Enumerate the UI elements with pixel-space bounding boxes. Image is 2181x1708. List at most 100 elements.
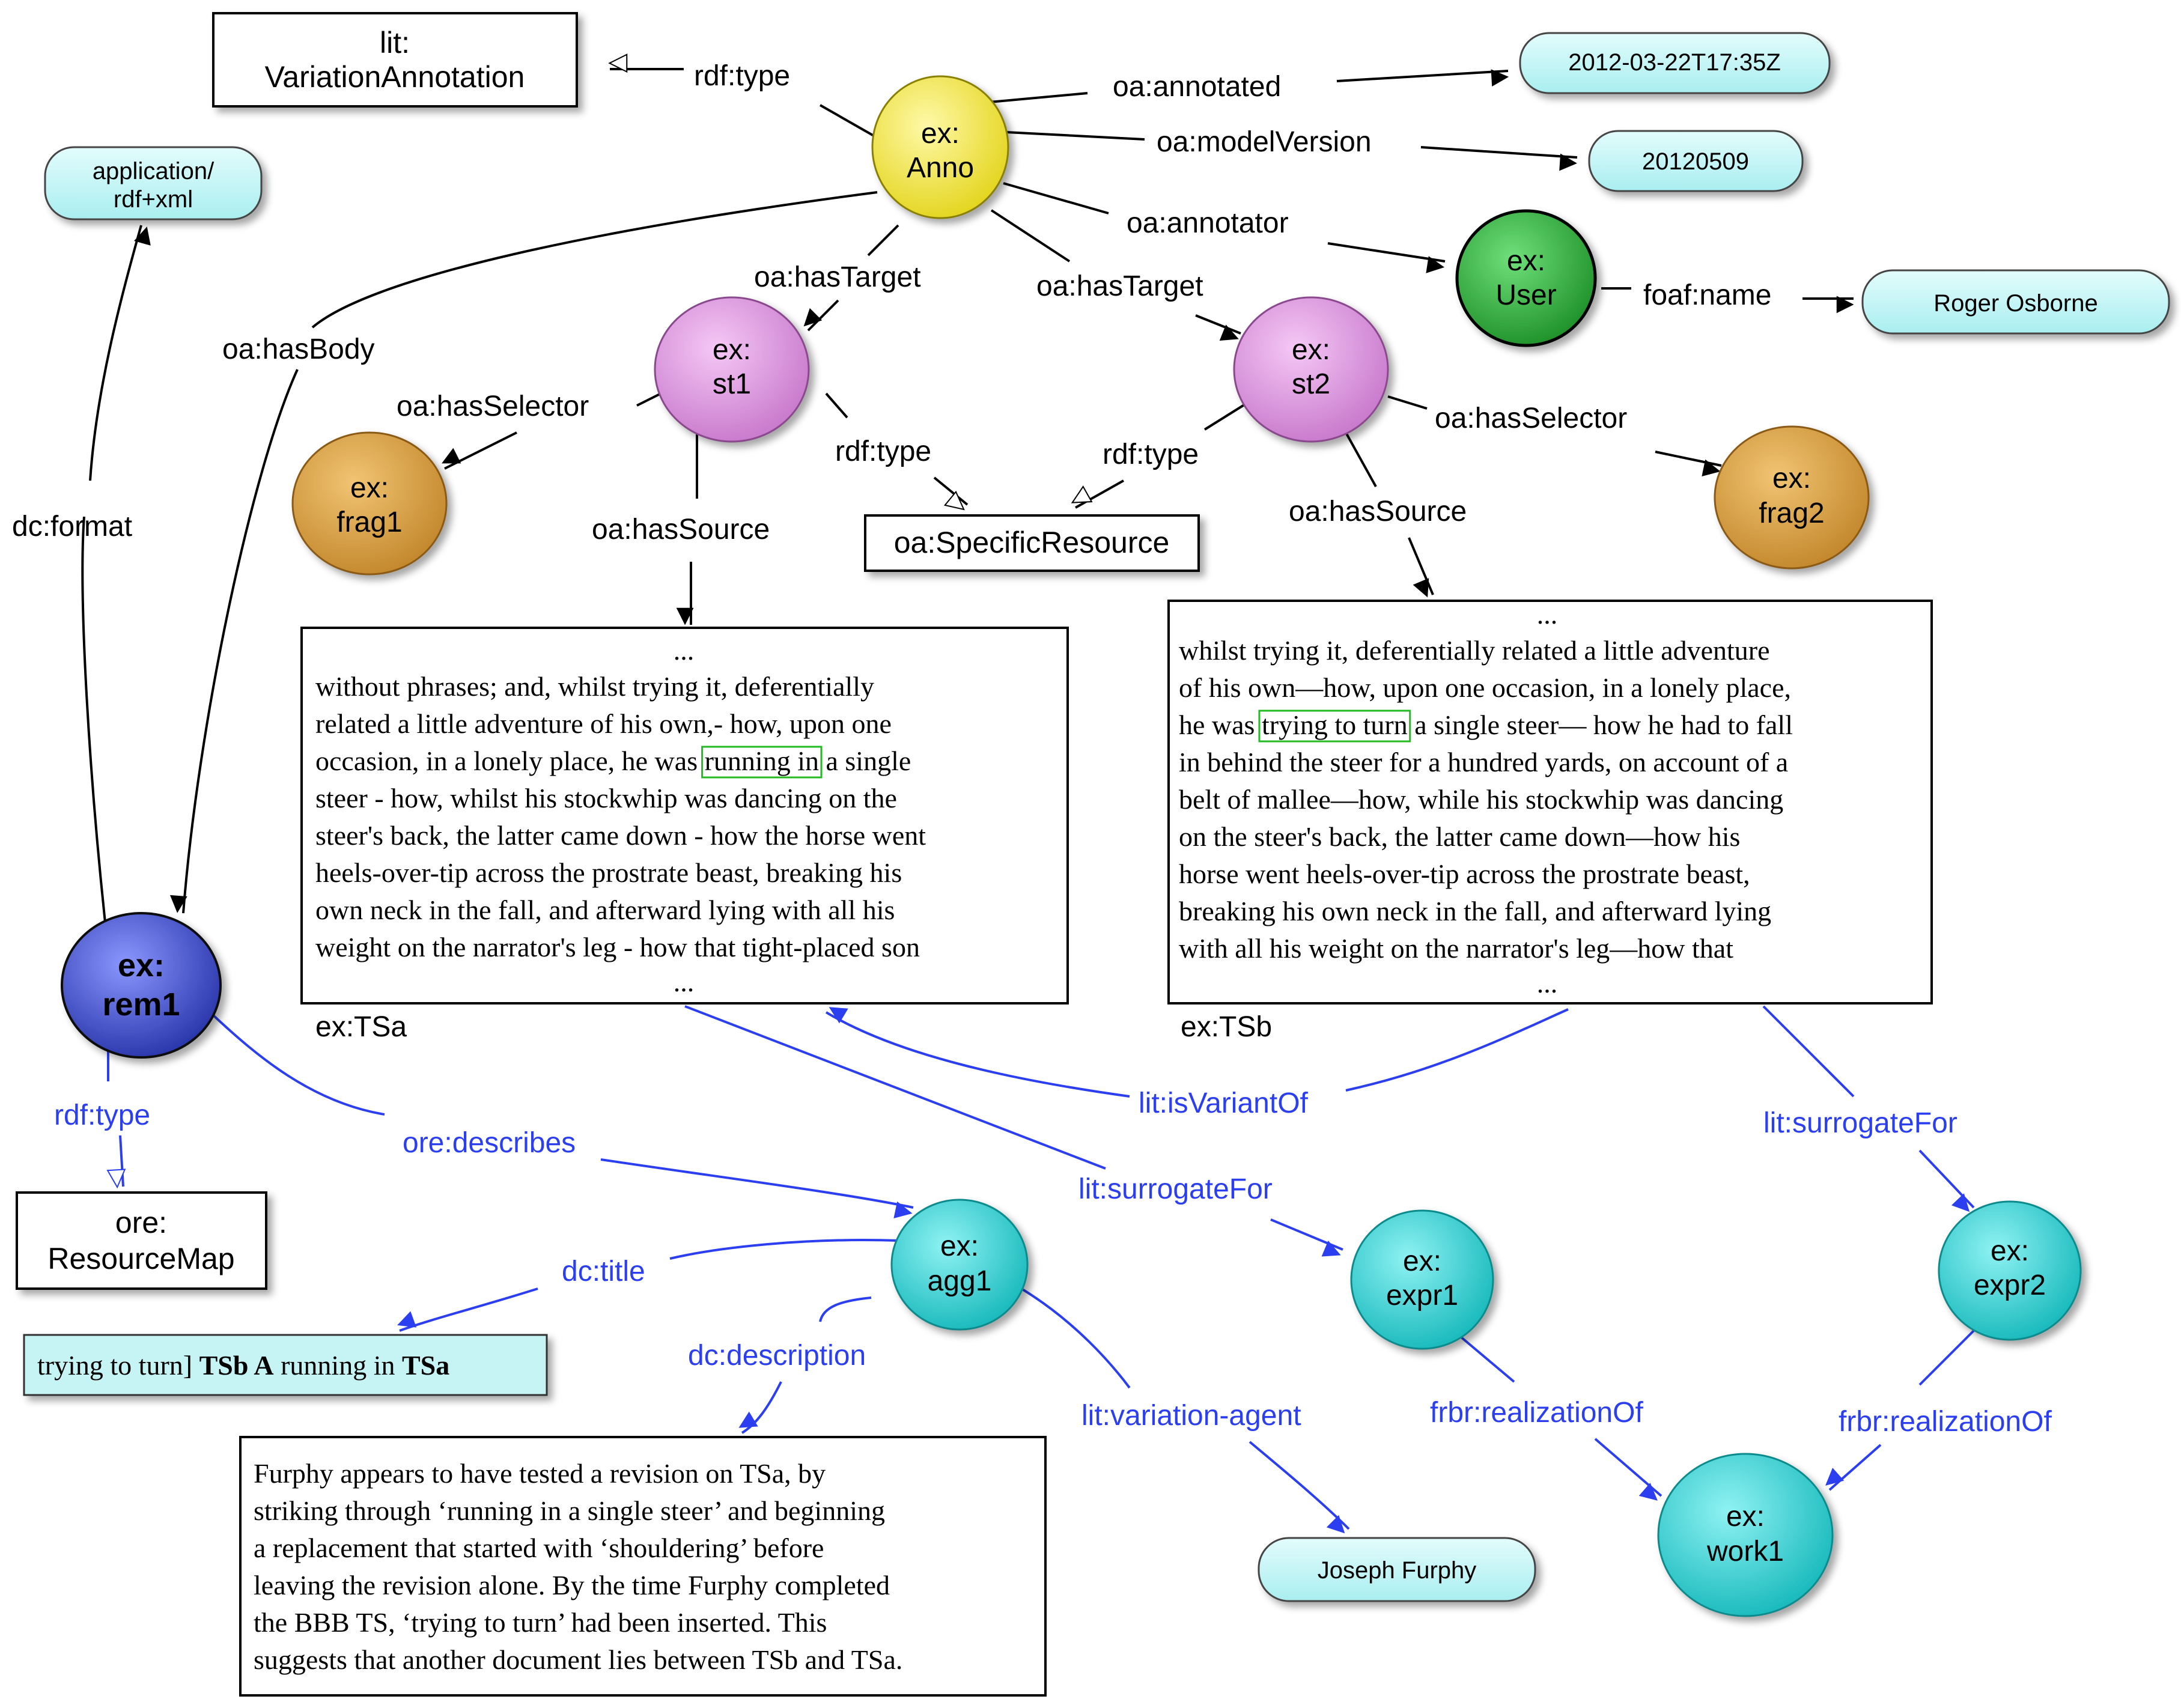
tsa-ellipsis-bottom: ... bbox=[674, 967, 695, 997]
variation-line-1: lit: bbox=[380, 26, 410, 59]
tsb-line-4: in behind the steer for a hundred yards,… bbox=[1179, 747, 1788, 777]
edges-black bbox=[81, 53, 1854, 923]
edge-anno-annotator-2 bbox=[1327, 242, 1446, 273]
variation-line-2: VariationAnnotation bbox=[265, 60, 525, 94]
expr1-line-2: expr1 bbox=[1386, 1280, 1458, 1311]
edges-blue bbox=[106, 1005, 1978, 1534]
literal-title: trying to turn] TSb A running in TSa bbox=[23, 1334, 548, 1396]
st1-line-2: st1 bbox=[713, 368, 751, 400]
expr2-line-2: expr2 bbox=[1974, 1269, 2046, 1301]
edge-rem-describes-2 bbox=[600, 1158, 914, 1219]
edge-st1-type bbox=[825, 392, 848, 419]
edge-surrogate-b bbox=[1762, 1005, 1855, 1098]
edge-anno-modelversion-2 bbox=[1420, 146, 1578, 171]
tsa-line-4: steer - how, whilst his stockwhip was da… bbox=[315, 783, 897, 813]
node-rem1: ex: rem1 bbox=[61, 912, 222, 1059]
node-frag1: ex: frag1 bbox=[291, 431, 448, 576]
edge-agg-desc bbox=[819, 1296, 872, 1322]
edge-agg-desc-2 bbox=[738, 1381, 782, 1434]
tsa-name: ex:TSa bbox=[315, 1011, 407, 1043]
label-lit-variation-agent: lit:variation-agent bbox=[1081, 1400, 1301, 1432]
edge-expr2-work bbox=[1918, 1327, 1978, 1386]
edge-anno-modelversion bbox=[1006, 131, 1145, 141]
tsa-line-3-after: a single bbox=[819, 746, 911, 776]
specific-resource-label: oa:SpecificResource bbox=[894, 526, 1170, 559]
tsb-line-2: of his own—how, upon one occasion, in a … bbox=[1179, 672, 1791, 703]
title-part-1: trying to turn] bbox=[37, 1350, 199, 1381]
expr2-line-1: ex: bbox=[1991, 1235, 2029, 1267]
edge-st1-selector-2 bbox=[442, 431, 517, 470]
frag1-line-1: ex: bbox=[350, 472, 389, 504]
description-box: Furphy appears to have tested a revision… bbox=[239, 1436, 1047, 1697]
edge-variant bbox=[1345, 1008, 1569, 1092]
user-line-2: User bbox=[1495, 279, 1556, 311]
edge-agg-title-2 bbox=[397, 1287, 538, 1332]
tsb-line-1: whilst trying it, deferentially related … bbox=[1179, 635, 1770, 666]
edge-st2-selector bbox=[1387, 395, 1428, 410]
edge-st2-type-2 bbox=[1071, 479, 1124, 509]
label-oa-modelversion: oa:modelVersion bbox=[1157, 126, 1372, 158]
label-oa-hassource-2: oa:hasSource bbox=[1289, 496, 1467, 527]
annotated-date-text: 2012-03-22T17:35Z bbox=[1568, 49, 1781, 76]
edge-agg-agent bbox=[1020, 1287, 1131, 1389]
edge-labels: rdf:type oa:annotated oa:modelVersion oa… bbox=[12, 60, 2052, 1438]
tsb-line-3-after: a single steer— how he had to fall bbox=[1408, 710, 1793, 740]
tsb-line-6: on the steer's back, the latter came dow… bbox=[1179, 821, 1740, 852]
label-oa-hasbody: oa:hasBody bbox=[222, 333, 375, 365]
literal-agent: Joseph Furphy bbox=[1258, 1537, 1536, 1602]
title-part-2: running in bbox=[274, 1350, 402, 1381]
class-box-resource-map: ore: ResourceMap bbox=[16, 1191, 267, 1290]
node-expr1: ex: expr1 bbox=[1350, 1209, 1494, 1350]
edge-expr2-work-2 bbox=[1825, 1444, 1882, 1491]
agg1-line-2: agg1 bbox=[928, 1265, 992, 1297]
title-literal-text: trying to turn] TSb A running in TSa bbox=[37, 1350, 449, 1381]
st2-line-2: st2 bbox=[1292, 368, 1330, 400]
label-oa-annotator: oa:annotator bbox=[1127, 207, 1289, 239]
edge-expr1-work-2 bbox=[1594, 1438, 1662, 1501]
resource-map-line-1: ore: bbox=[115, 1206, 167, 1239]
edge-anno-hasbody bbox=[311, 191, 878, 329]
description-line-4: leaving the revision alone. By the time … bbox=[254, 1570, 890, 1600]
label-oa-hastarget-1: oa:hasTarget bbox=[754, 261, 921, 293]
edge-agg-agent-2 bbox=[1249, 1441, 1350, 1534]
label-oa-hastarget-2: oa:hasTarget bbox=[1036, 270, 1203, 302]
resource-map-line-2: ResourceMap bbox=[47, 1242, 234, 1275]
label-ore-describes: ore:describes bbox=[403, 1127, 576, 1159]
expr1-line-1: ex: bbox=[1403, 1245, 1441, 1277]
edge-st2-source bbox=[1345, 432, 1377, 487]
label-dc-description: dc:description bbox=[688, 1340, 866, 1372]
edge-anno-target2-2 bbox=[1195, 314, 1241, 341]
tsa-highlight-box bbox=[701, 746, 823, 779]
label-lit-isvariantof: lit:isVariantOf bbox=[1139, 1087, 1309, 1119]
description-line-6: suggests that another document lies betw… bbox=[254, 1644, 902, 1675]
anno-line-2: Anno bbox=[907, 152, 974, 184]
label-oa-hasselector-1: oa:hasSelector bbox=[397, 391, 589, 422]
mime-line-2: rdf+xml bbox=[114, 186, 193, 213]
node-frag2: ex: frag2 bbox=[1714, 425, 1870, 570]
frag2-line-1: ex: bbox=[1772, 463, 1811, 494]
tsa-line-1: without phrases; and, whilst trying it, … bbox=[315, 671, 874, 702]
literal-mime-type: application/ rdf+xml bbox=[44, 146, 263, 220]
label-dc-format: dc:format bbox=[12, 511, 132, 542]
tsa-line-3-before: occasion, in a lonely place, he was bbox=[315, 746, 705, 776]
rem1-line-2: rem1 bbox=[102, 986, 180, 1023]
label-foaf-name: foaf:name bbox=[1643, 279, 1771, 311]
tsb-highlight-text: trying to turn bbox=[1262, 710, 1408, 740]
class-box-variation-annotation: lit: VariationAnnotation bbox=[212, 12, 578, 108]
node-expr2: ex: expr2 bbox=[1938, 1200, 2082, 1341]
edge-variant-2 bbox=[825, 1007, 1130, 1098]
mime-line-1: application/ bbox=[93, 158, 214, 184]
agg1-line-1: ex: bbox=[940, 1230, 979, 1262]
edge-anno-hasbody-2 bbox=[169, 369, 299, 914]
edge-rem-type-2 bbox=[106, 1135, 126, 1189]
label-rdf-type-anno: rdf:type bbox=[694, 60, 790, 92]
edge-anno-target1-2 bbox=[803, 299, 839, 332]
node-anno: ex: Anno bbox=[871, 75, 1009, 219]
tsa-line-2: related a little adventure of his own,- … bbox=[315, 708, 892, 739]
node-user: ex: User bbox=[1455, 209, 1597, 347]
label-lit-surrogatefor-b: lit:surrogateFor bbox=[1763, 1107, 1957, 1139]
label-rdf-type-rem: rdf:type bbox=[54, 1099, 150, 1131]
tsb-line-5: belt of mallee—how, while his stockwhip … bbox=[1179, 784, 1783, 815]
rem1-line-1: ex: bbox=[118, 947, 165, 983]
edge-rem-format-2 bbox=[89, 225, 151, 481]
